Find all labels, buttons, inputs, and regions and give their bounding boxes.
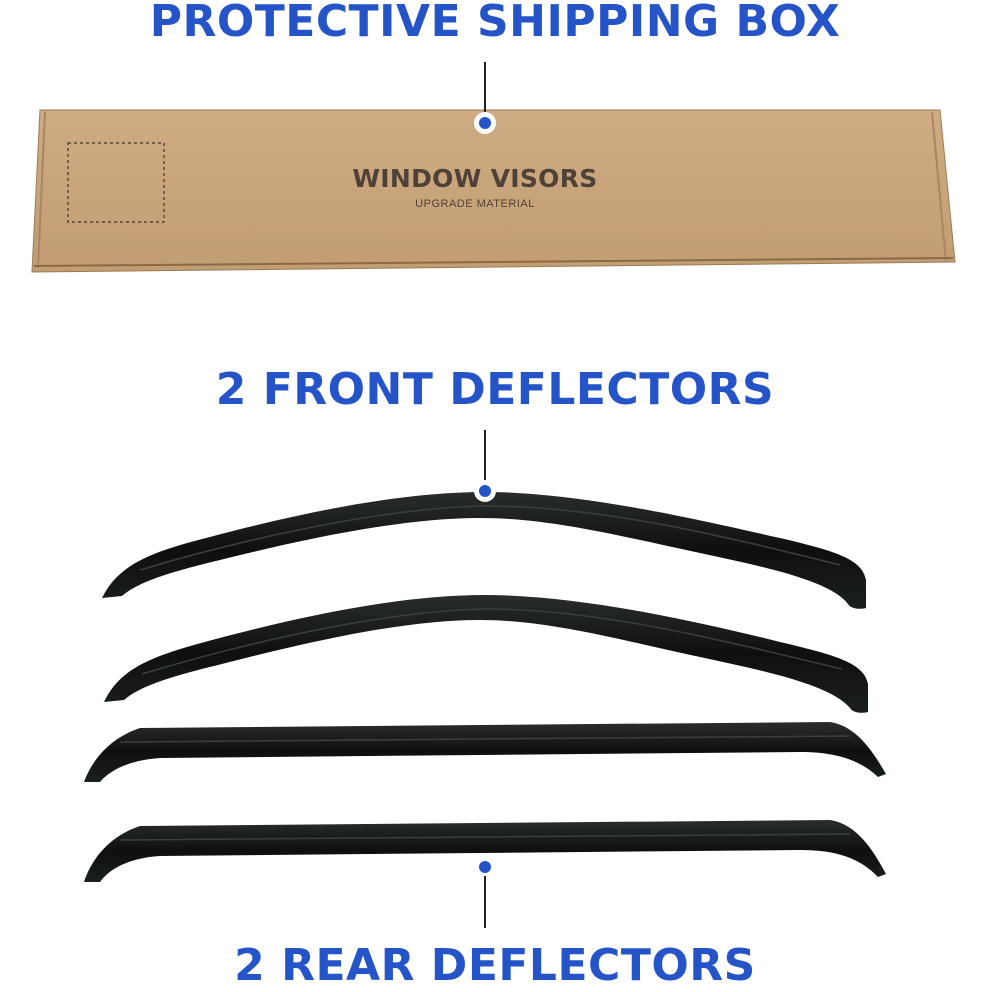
shipping-box <box>31 109 956 273</box>
rear-deflectors-callout-line <box>484 876 486 928</box>
front-deflector-1 <box>102 492 866 609</box>
front-deflectors-heading: 2 FRONT DEFLECTORS <box>215 364 775 415</box>
rear-deflector-2 <box>84 820 886 882</box>
shipping-box-heading: PROTECTIVE SHIPPING BOX <box>149 0 841 47</box>
box-print-subtitle: UPGRADE MATERIAL <box>415 198 535 210</box>
front-deflector-2 <box>104 595 868 713</box>
front-deflectors-callout-line <box>484 430 486 484</box>
rear-deflector-1 <box>84 722 886 782</box>
rear-deflectors-callout-dot <box>474 856 496 878</box>
shipping-box-callout-line <box>484 62 486 114</box>
front-deflectors-callout-dot <box>474 480 496 502</box>
box-print-title: WINDOW VISORS <box>352 164 598 193</box>
rear-deflectors-heading: 2 REAR DEFLECTORS <box>234 940 756 991</box>
label-placeholder-box <box>67 142 165 223</box>
shipping-box-callout-dot <box>474 112 496 134</box>
